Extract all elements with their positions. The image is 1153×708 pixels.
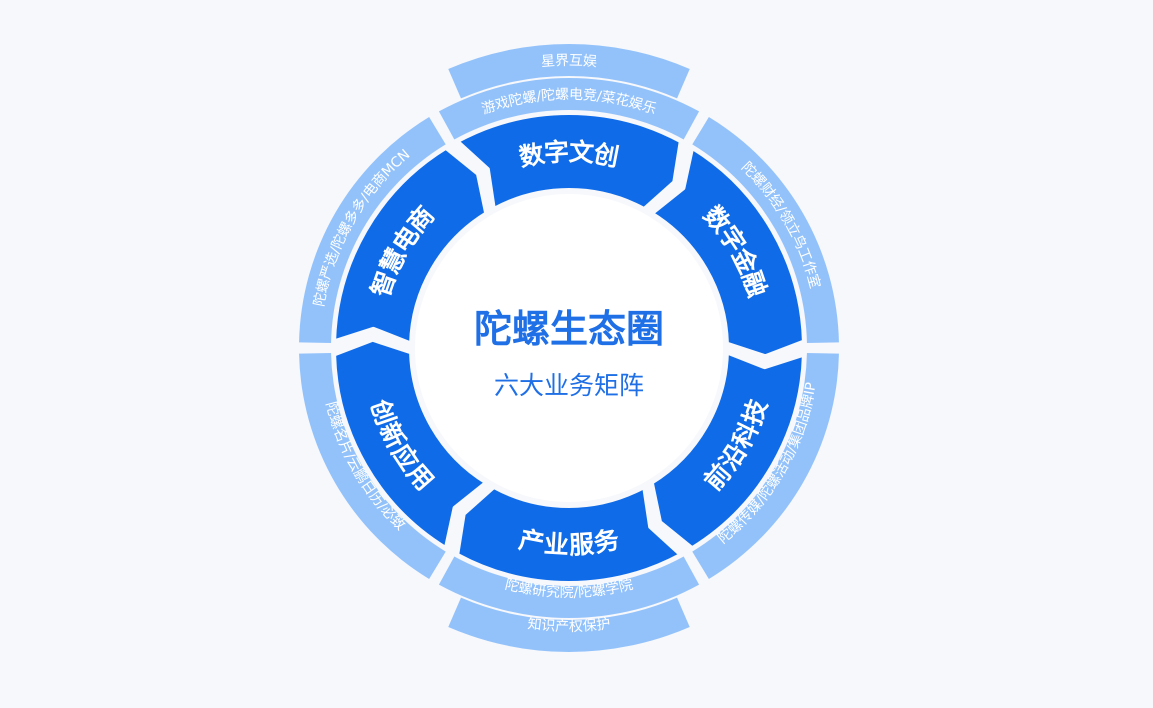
segment-0 bbox=[455, 111, 683, 212]
center-circle: 陀螺生态圈 六大业务矩阵 bbox=[415, 194, 723, 502]
outer-band-5 bbox=[299, 117, 446, 344]
segment-2 bbox=[649, 350, 806, 551]
segment-1 bbox=[649, 145, 806, 359]
outer-band-3 bbox=[438, 556, 700, 618]
outer-label-0-1: 星界互娱 bbox=[541, 53, 598, 70]
outer-band-secondary-3 bbox=[448, 597, 690, 653]
outer-label-3-1: 知识产权保护 bbox=[527, 615, 612, 635]
segment-3 bbox=[455, 484, 683, 585]
outer-band-secondary-0 bbox=[448, 43, 690, 99]
outer-label-text: 星界互娱 bbox=[541, 53, 598, 70]
outer-band-4 bbox=[299, 352, 446, 579]
center-disc bbox=[415, 194, 723, 502]
outer-band-1 bbox=[692, 117, 839, 344]
center-title: 陀螺生态圈 bbox=[474, 307, 664, 351]
outer-label-text: 知识产权保护 bbox=[527, 615, 612, 635]
center-subtitle: 六大业务矩阵 bbox=[494, 371, 644, 400]
segment-5 bbox=[332, 145, 489, 346]
outer-band-2 bbox=[692, 352, 839, 579]
outer-band-0 bbox=[438, 78, 700, 140]
segment-4 bbox=[332, 337, 489, 551]
